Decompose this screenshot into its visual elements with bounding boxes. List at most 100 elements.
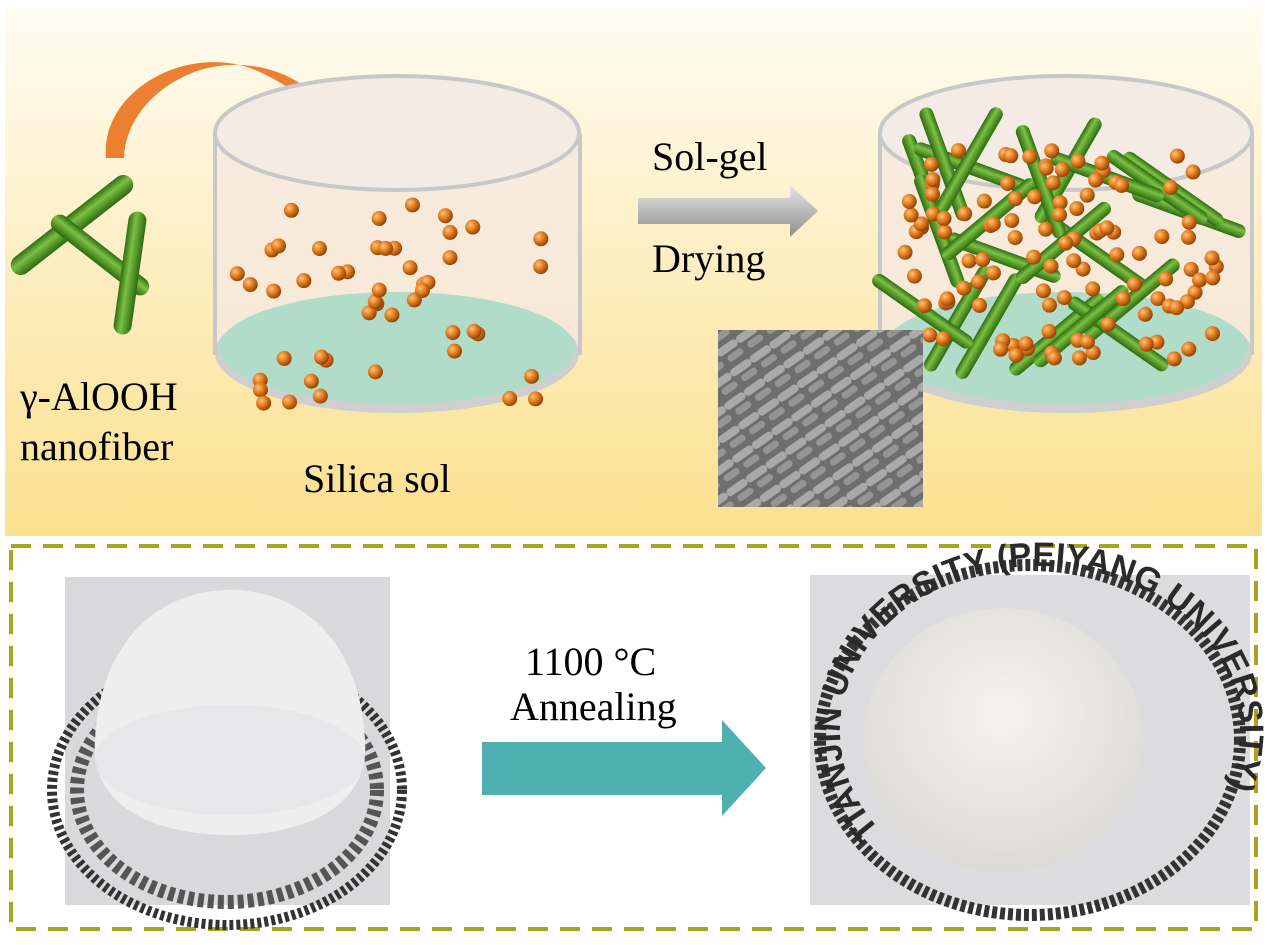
silica-particle — [402, 260, 418, 276]
silica-particle — [961, 253, 977, 269]
step-label-drying: Drying — [652, 236, 765, 281]
silica-particle — [1052, 195, 1068, 211]
silica-particle — [331, 265, 347, 281]
nanofiber — [1106, 149, 1208, 225]
silica-particle — [312, 388, 328, 404]
silica-particle — [271, 238, 287, 254]
silica-particle — [1052, 207, 1068, 223]
silica-particle — [465, 219, 481, 235]
nanofiber — [935, 107, 1003, 214]
silica-particle — [502, 391, 518, 407]
silica-particle — [442, 250, 458, 266]
gel-network-beaker — [872, 74, 1254, 413]
silica-particle — [1163, 179, 1179, 195]
fiber-label-line1: γ-AlOOH — [19, 374, 178, 419]
silica-particle — [1204, 250, 1220, 266]
silica-particle — [922, 327, 938, 343]
silica-particle — [1181, 214, 1197, 230]
silica-particle — [283, 202, 299, 218]
silica-particle — [1085, 281, 1101, 297]
silica-particle — [528, 391, 544, 407]
silica-particle — [524, 368, 540, 384]
silica-particle — [303, 373, 319, 389]
silica-particle — [993, 341, 1009, 357]
silica-particle — [1041, 297, 1057, 313]
silica-particle — [937, 224, 953, 240]
silica-particle — [925, 186, 941, 202]
silica-particle — [1038, 221, 1054, 237]
silica-particle — [1041, 323, 1057, 339]
silica-particle — [916, 298, 932, 314]
silica-particle — [1038, 160, 1054, 176]
silica-particle — [1126, 276, 1142, 292]
silica-particle — [1114, 177, 1130, 193]
silica-particle — [1168, 300, 1184, 316]
silica-particle — [1054, 162, 1070, 178]
silica-particle — [533, 231, 549, 247]
silica-particle — [985, 265, 1001, 281]
silica-particle — [437, 208, 453, 224]
silica-particle — [1079, 187, 1095, 203]
silica-particle — [1079, 334, 1095, 350]
silica-particle — [939, 291, 955, 307]
silica-particle — [1003, 148, 1019, 164]
silica-particle — [1035, 283, 1051, 299]
silica-particle — [404, 197, 420, 213]
silica-particle — [314, 349, 330, 365]
silica-particle — [242, 277, 258, 293]
nanofiber-icon — [10, 174, 150, 335]
silica-particle — [361, 305, 377, 321]
silica-particle — [1007, 230, 1023, 246]
silica-particle — [1158, 271, 1174, 287]
silica-particle — [1094, 155, 1110, 171]
sem-micrograph — [718, 330, 923, 507]
silica-particle — [442, 224, 458, 240]
silica-particle — [1109, 247, 1125, 263]
silica-particle — [1088, 172, 1104, 188]
annealing-arrow-icon — [482, 720, 766, 816]
silica-particle — [956, 280, 972, 296]
silica-particle — [282, 394, 298, 410]
silica-particle — [252, 382, 268, 398]
silica-particle — [1179, 294, 1195, 310]
silica-particle — [1115, 291, 1131, 307]
silica-particle — [466, 323, 482, 339]
silica-particle — [1044, 143, 1060, 159]
silica-particle — [384, 307, 400, 323]
silica-particle — [1181, 229, 1197, 245]
silica-particle — [1026, 249, 1042, 265]
sol-gel-arrow-icon — [638, 185, 818, 237]
silica-particle — [1181, 341, 1197, 357]
silica-particle — [1058, 235, 1074, 251]
silica-particle — [897, 244, 913, 260]
silica-particle — [1008, 347, 1024, 363]
step-label-annealing: Annealing — [510, 684, 677, 729]
fiber-label-line2: nanofiber — [20, 424, 173, 469]
silica-particle — [972, 297, 988, 313]
silica-particle — [901, 194, 917, 210]
silica-particle — [1183, 261, 1199, 277]
silica-particle — [229, 266, 245, 282]
step-label-temperature: 1100 °C — [525, 639, 656, 684]
silica-particle — [936, 210, 952, 226]
silica-particle — [266, 283, 282, 299]
silica-particle — [1022, 149, 1038, 165]
silica-particle — [1018, 336, 1034, 352]
silica-particle — [950, 143, 966, 159]
silica-particle — [1071, 350, 1087, 366]
silica-particle — [971, 274, 987, 290]
nanofiber — [955, 273, 1023, 380]
silica-particle — [446, 343, 462, 359]
silica-particle — [1166, 351, 1182, 367]
photo-after-annealing: TIANJIN UNIVERSITY (PEIYANG UNIVERSITY) — [810, 536, 1267, 921]
silica-particle — [371, 210, 387, 226]
silica-particle — [1007, 191, 1023, 207]
silica-particle — [256, 395, 272, 411]
silica-particle — [1204, 326, 1220, 342]
silica-particle — [1185, 164, 1201, 180]
silica-particle — [1099, 220, 1115, 236]
nanofiber — [1033, 285, 1129, 368]
silica-particle — [935, 331, 951, 347]
silica-particle — [378, 240, 394, 256]
